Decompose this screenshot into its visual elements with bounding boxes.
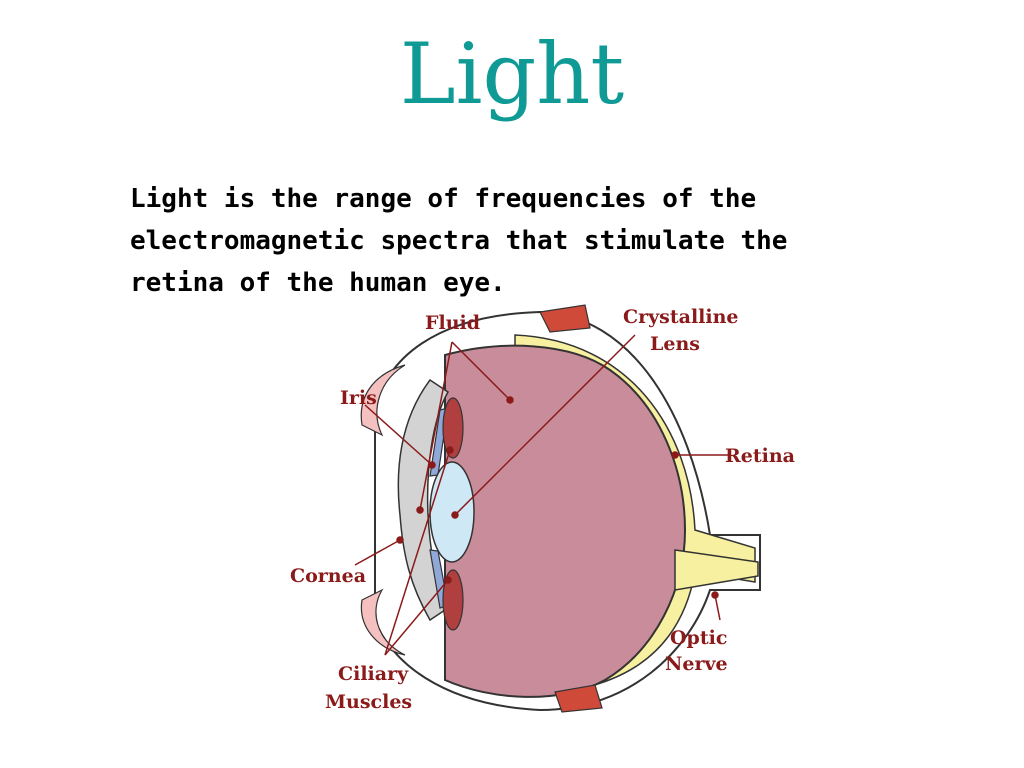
crystalline-lens-shape [429,461,475,563]
vitreous-chamber [444,344,687,698]
slide-title: Light [399,25,625,123]
slide-body-text: Light is the range of frequencies of the… [130,184,788,298]
label-fluid: Fluid [425,312,480,334]
ciliary-muscle-upper [442,397,464,459]
optic-nerve-shape [674,549,759,591]
ciliary-muscle-lower [442,569,464,631]
label-optic: Optic [670,627,727,649]
label-iris: Iris [340,387,377,409]
eye-muscle-top [539,304,591,333]
upper-eyelid [360,364,406,437]
label-cornea: Cornea [290,565,366,587]
label-nerve: Nerve [665,653,728,675]
eye-diagram: Fluid Crystalline Lens Iris Retina Corne… [290,304,795,713]
lower-eyelid [360,588,406,656]
label-ciliary: Ciliary [338,663,409,685]
eye-muscle-bottom [554,684,603,713]
label-lens: Lens [650,333,700,355]
label-retina: Retina [725,445,795,467]
label-muscles: Muscles [325,691,412,713]
label-crystalline: Crystalline [623,306,739,328]
